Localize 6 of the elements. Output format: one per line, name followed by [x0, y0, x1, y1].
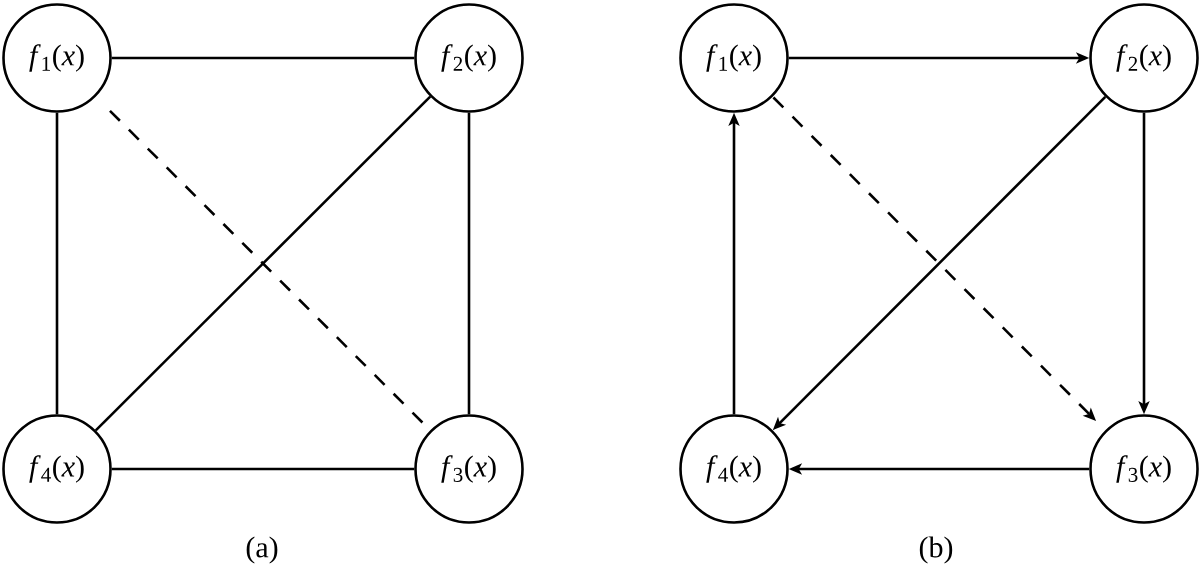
panel-label: (a)	[246, 536, 278, 564]
connector-line	[55, 112, 59, 415]
connector-line	[467, 112, 471, 415]
connector-line	[111, 56, 415, 60]
connector-line	[111, 467, 415, 471]
panel-label: (b)	[919, 536, 953, 564]
